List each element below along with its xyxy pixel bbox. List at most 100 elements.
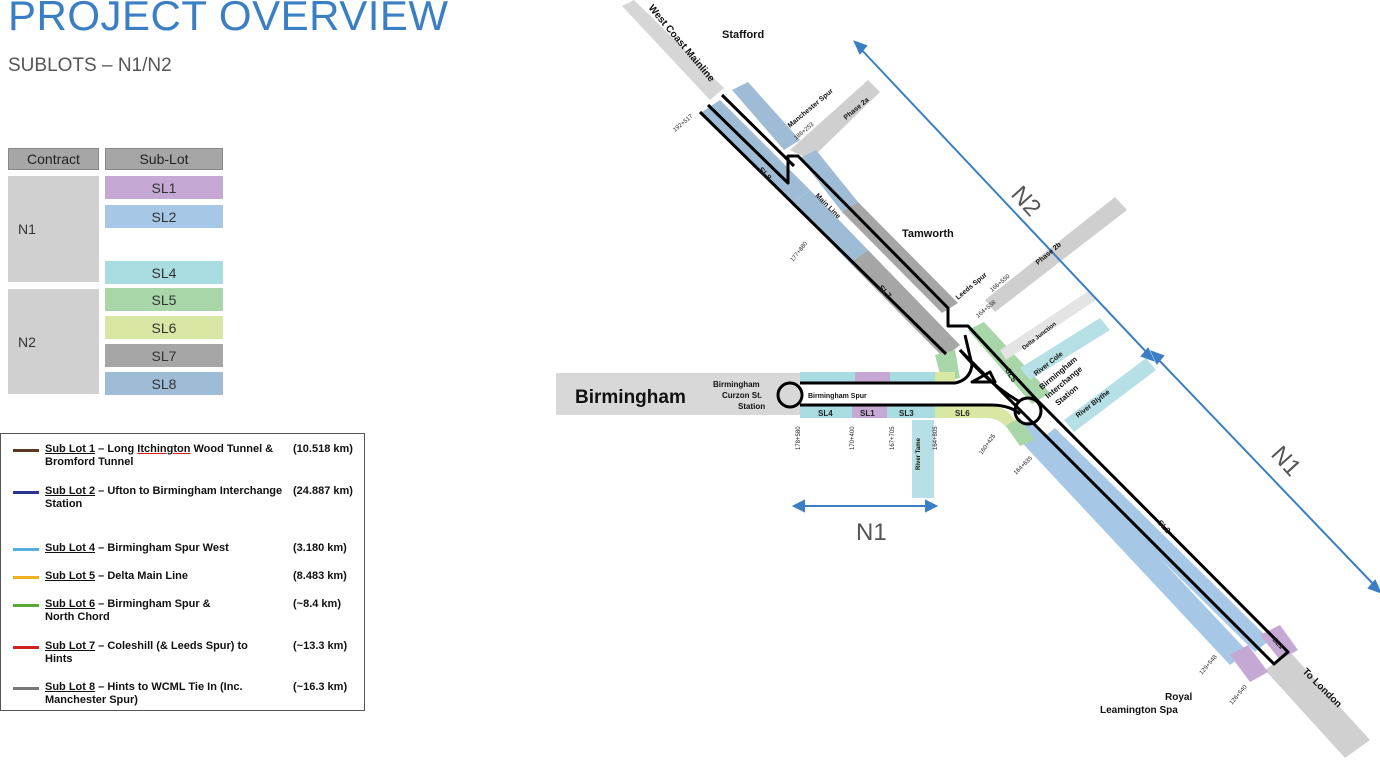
river-tame-label: River Tame bbox=[916, 437, 922, 470]
map-sl6-label: SL6 bbox=[955, 409, 970, 418]
legend-swatch bbox=[13, 687, 39, 690]
legend-desc: Wood Tunnel & Bromford Tunnel bbox=[45, 443, 274, 468]
page-title: PROJECT OVERVIEW bbox=[8, 0, 449, 39]
sublot-legend: Sub Lot 1 – Long Itchington Wood Tunnel … bbox=[0, 433, 365, 711]
n1-arrow bbox=[1150, 350, 1380, 594]
chainage-label: 126+540 bbox=[1229, 684, 1249, 706]
spur-sl1 bbox=[852, 405, 887, 418]
spur-upper-sl6 bbox=[935, 372, 955, 384]
curzon-label-2: Curzon St. bbox=[722, 391, 762, 400]
birmingham-label: Birmingham bbox=[575, 387, 686, 408]
wcml-label: West Coast Mainline bbox=[646, 3, 717, 85]
river-blythe-band bbox=[1064, 358, 1156, 432]
legend-desc: – Hints to WCML Tie In (Inc. Manchester … bbox=[45, 681, 243, 706]
legend-lot: Sub Lot 5 bbox=[45, 570, 96, 582]
sublot-sl6: SL6 bbox=[105, 316, 223, 339]
chainage-label: 170+400 bbox=[850, 426, 856, 450]
page-subtitle: SUBLOTS – N1/N2 bbox=[8, 55, 172, 76]
route-outline bbox=[698, 93, 1290, 666]
header-contract: Contract bbox=[8, 148, 99, 170]
chainage-label: 160+425 bbox=[979, 433, 998, 456]
spur-upper-sl1 bbox=[855, 372, 890, 384]
delta-junction-band bbox=[1000, 290, 1096, 360]
phase2a-band bbox=[790, 80, 880, 160]
legend-distance: (~8.4 km) bbox=[293, 598, 341, 610]
spur-upper-sl4 bbox=[800, 372, 855, 384]
curzon-label-3: Station bbox=[738, 402, 765, 411]
wcml-band bbox=[622, 0, 724, 100]
legend-lot: Sub Lot 8 bbox=[45, 681, 96, 693]
legend-desc: – Birmingham Spur & North Chord bbox=[45, 598, 211, 623]
contract-n1: N1 bbox=[8, 176, 99, 282]
sl8-right-band bbox=[732, 82, 800, 150]
n2-arrow bbox=[853, 40, 1155, 362]
legend-distance: (10.518 km) bbox=[293, 443, 353, 455]
n2-contract-label: N2 bbox=[1006, 181, 1047, 222]
sublot-sl2: SL2 bbox=[105, 205, 223, 228]
sl6-junction-band bbox=[1005, 418, 1035, 446]
legend-distance: (~16.3 km) bbox=[293, 681, 348, 693]
tamworth-label: Tamworth bbox=[902, 228, 954, 240]
chainage-label: 178+580 bbox=[796, 426, 802, 450]
sublot-sl7: SL7 bbox=[105, 344, 223, 367]
sl8-right-band2 bbox=[800, 150, 858, 212]
sublot-sl8: SL8 bbox=[105, 372, 223, 395]
n1-spur-arrow bbox=[791, 499, 939, 513]
legend-desc: – Coleshill (& Leeds Spur) to Hints bbox=[45, 640, 248, 665]
royal-label-1: Royal bbox=[1165, 692, 1192, 703]
n1-contract-label: N1 bbox=[1266, 441, 1307, 482]
leeds-spur-label: Leeds Spur bbox=[955, 271, 989, 301]
sl7-band bbox=[850, 250, 960, 358]
royal-label-2: Leamington Spa bbox=[1100, 705, 1178, 716]
chainage-label: 164+805 bbox=[933, 426, 939, 450]
chainage-label: 192+517 bbox=[672, 113, 694, 133]
legend-desc: – Ufton to Birmingham Interchange Statio… bbox=[45, 485, 283, 510]
sl5-band bbox=[968, 322, 1050, 404]
stafford-label: Stafford bbox=[722, 29, 764, 41]
map-sl3-label: SL3 bbox=[899, 409, 914, 418]
chainage-label: 167+705 bbox=[890, 426, 896, 450]
n1-spur-contract-label: N1 bbox=[856, 519, 887, 546]
sl2-left-band bbox=[1012, 420, 1248, 665]
legend-desc-underlined: Itchington bbox=[137, 443, 191, 455]
river-tame-band bbox=[912, 420, 934, 498]
chainage-label: 164+635 bbox=[1013, 455, 1034, 476]
phase2b-band bbox=[985, 197, 1127, 312]
map-sl1b-label: SL1 bbox=[860, 409, 875, 418]
legend-desc: – Birmingham Spur West bbox=[95, 542, 229, 554]
legend-distance: (24.887 km) bbox=[293, 485, 353, 497]
curzon-label-1: Birmingham bbox=[713, 380, 760, 389]
legend-swatch bbox=[13, 449, 39, 452]
map-sl4-label: SL4 bbox=[818, 409, 833, 418]
legend-swatch bbox=[13, 604, 39, 607]
legend-distance: (8.483 km) bbox=[293, 570, 347, 582]
spur-upper-sl3 bbox=[890, 372, 935, 384]
spur-sl4 bbox=[800, 405, 852, 418]
contract-n2: N2 bbox=[8, 289, 99, 394]
legend-lot: Sub Lot 7 bbox=[45, 640, 96, 652]
birmingham-spur-label: Birmingham Spur bbox=[808, 393, 867, 400]
legend-lot: Sub Lot 4 bbox=[45, 542, 96, 554]
chainage-label: 177+880 bbox=[790, 240, 810, 263]
header-sublot: Sub-Lot bbox=[105, 148, 223, 170]
legend-distance: (~13.3 km) bbox=[293, 640, 348, 652]
sl1-left-band bbox=[1230, 645, 1268, 682]
spur-sl3 bbox=[887, 405, 935, 418]
sl2-band bbox=[1040, 428, 1270, 652]
legend-distance: (3.180 km) bbox=[293, 542, 347, 554]
sl8-band-lower bbox=[792, 190, 868, 263]
legend-lot: Sub Lot 2 bbox=[45, 485, 96, 497]
spur-sl6 bbox=[935, 405, 1015, 426]
sublot-sl4: SL4 bbox=[105, 261, 223, 284]
sublot-sl5: SL5 bbox=[105, 288, 223, 311]
legend-swatch bbox=[13, 548, 39, 551]
legend-desc: – Long bbox=[95, 443, 138, 455]
legend-swatch bbox=[13, 646, 39, 649]
legend-lot: Sub Lot 6 bbox=[45, 598, 96, 610]
legend-swatch bbox=[13, 576, 39, 579]
sublot-sl1: SL1 bbox=[105, 176, 223, 199]
chainage-label: 129+548 bbox=[1199, 654, 1219, 676]
legend-desc: – Delta Main Line bbox=[95, 570, 189, 582]
legend-swatch bbox=[13, 491, 39, 494]
